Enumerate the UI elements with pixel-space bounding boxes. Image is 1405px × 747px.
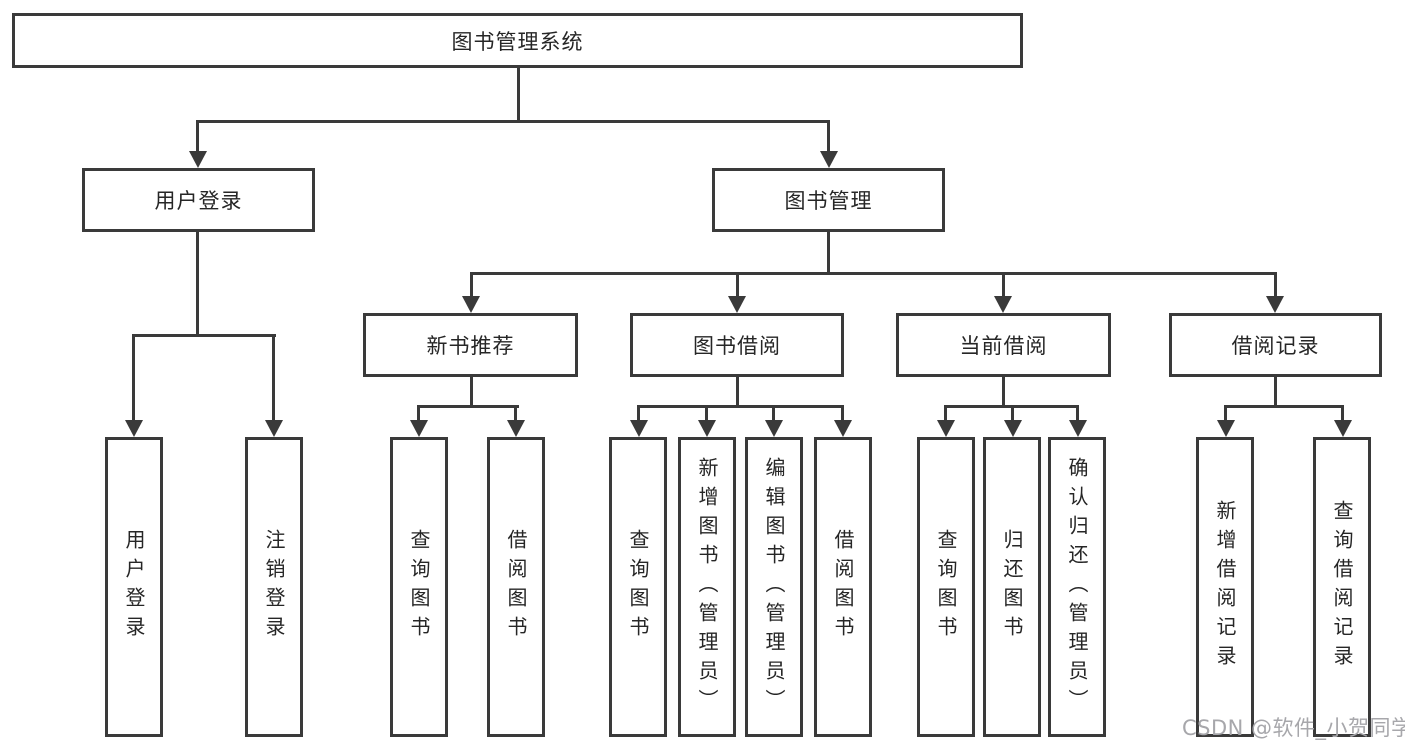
arrow-down-icon: [1004, 420, 1022, 437]
leaf-borrow-books: 借阅图书: [814, 437, 872, 737]
connector-line: [196, 120, 830, 123]
arrow-down-icon: [462, 296, 480, 313]
arrow-down-icon: [1266, 296, 1284, 313]
connector-line: [272, 334, 275, 421]
connector-line: [1002, 272, 1005, 298]
arrow-down-icon: [630, 420, 648, 437]
node-new-book-recommend: 新书推荐: [363, 313, 578, 377]
node-library-system: 图书管理系统: [12, 13, 1023, 68]
connector-line: [1274, 377, 1277, 408]
connector-line: [736, 272, 739, 298]
connector-line: [944, 405, 947, 421]
arrow-down-icon: [994, 296, 1012, 313]
node-book-borrow: 图书借阅: [630, 313, 844, 377]
connector-line: [1341, 405, 1344, 421]
connector-line: [417, 405, 519, 408]
leaf-logout: 注销登录: [245, 437, 303, 737]
arrow-down-icon: [728, 296, 746, 313]
leaf-label: 新增图书（管理员）: [695, 456, 719, 718]
connector-line: [1224, 405, 1227, 421]
leaf-label: 确认归还（管理员）: [1065, 456, 1089, 718]
node-book-management: 图书管理: [712, 168, 945, 232]
leaf-label: 查询图书: [934, 529, 958, 645]
arrow-down-icon: [125, 420, 143, 437]
node-current-borrow: 当前借阅: [896, 313, 1111, 377]
connector-line: [827, 120, 830, 154]
arrow-down-icon: [189, 151, 207, 168]
connector-line: [514, 405, 517, 421]
arrow-down-icon: [1069, 420, 1087, 437]
leaf-label: 查询图书: [626, 529, 650, 645]
connector-line: [827, 232, 830, 275]
leaf-label: 借阅图书: [831, 529, 855, 645]
arrow-down-icon: [834, 420, 852, 437]
connector-line: [470, 272, 1277, 275]
leaf-return-books: 归还图书: [983, 437, 1041, 737]
connector-line: [132, 334, 135, 421]
leaf-borrow-books: 借阅图书: [487, 437, 545, 737]
leaf-query-books: 查询图书: [917, 437, 975, 737]
connector-line: [196, 232, 199, 337]
leaf-label: 借阅图书: [504, 529, 528, 645]
arrow-down-icon: [937, 420, 955, 437]
connector-line: [772, 405, 775, 421]
connector-line: [517, 66, 520, 122]
arrow-down-icon: [820, 151, 838, 168]
csdn-watermark: CSDN @软件_小贺同学: [1182, 716, 1405, 740]
leaf-label: 查询借阅记录: [1330, 500, 1354, 674]
leaf-label: 新增借阅记录: [1213, 500, 1237, 674]
leaf-label: 编辑图书（管理员）: [762, 456, 786, 718]
connector-line: [132, 334, 276, 337]
connector-line: [637, 405, 640, 421]
leaf-add-books-admin: 新增图书（管理员）: [678, 437, 736, 737]
connector-line: [196, 120, 199, 154]
leaf-add-borrow-record: 新增借阅记录: [1196, 437, 1254, 737]
leaf-query-borrow-record: 查询借阅记录: [1313, 437, 1371, 737]
arrow-down-icon: [1334, 420, 1352, 437]
connector-line: [705, 405, 708, 421]
leaf-edit-books-admin: 编辑图书（管理员）: [745, 437, 803, 737]
node-user-login: 用户登录: [82, 168, 315, 232]
leaf-query-books: 查询图书: [609, 437, 667, 737]
arrow-down-icon: [265, 420, 283, 437]
connector-line: [470, 272, 473, 298]
connector-line: [470, 377, 473, 408]
connector-line: [841, 405, 844, 421]
connector-line: [1002, 377, 1005, 408]
leaf-label: 注销登录: [262, 529, 286, 645]
connector-line: [637, 405, 844, 408]
leaf-query-books: 查询图书: [390, 437, 448, 737]
connector-line: [417, 405, 420, 421]
connector-line: [1076, 405, 1079, 421]
node-borrow-records: 借阅记录: [1169, 313, 1382, 377]
arrow-down-icon: [698, 420, 716, 437]
arrow-down-icon: [507, 420, 525, 437]
connector-line: [1011, 405, 1014, 421]
leaf-confirm-return-admin: 确认归还（管理员）: [1048, 437, 1106, 737]
connector-line: [1224, 405, 1344, 408]
arrow-down-icon: [410, 420, 428, 437]
leaf-user-login: 用户登录: [105, 437, 163, 737]
leaf-label: 归还图书: [1000, 529, 1024, 645]
connector-line: [736, 377, 739, 408]
arrow-down-icon: [765, 420, 783, 437]
leaf-label: 查询图书: [407, 529, 431, 645]
leaf-label: 用户登录: [122, 529, 146, 645]
arrow-down-icon: [1217, 420, 1235, 437]
connector-line: [1274, 272, 1277, 298]
